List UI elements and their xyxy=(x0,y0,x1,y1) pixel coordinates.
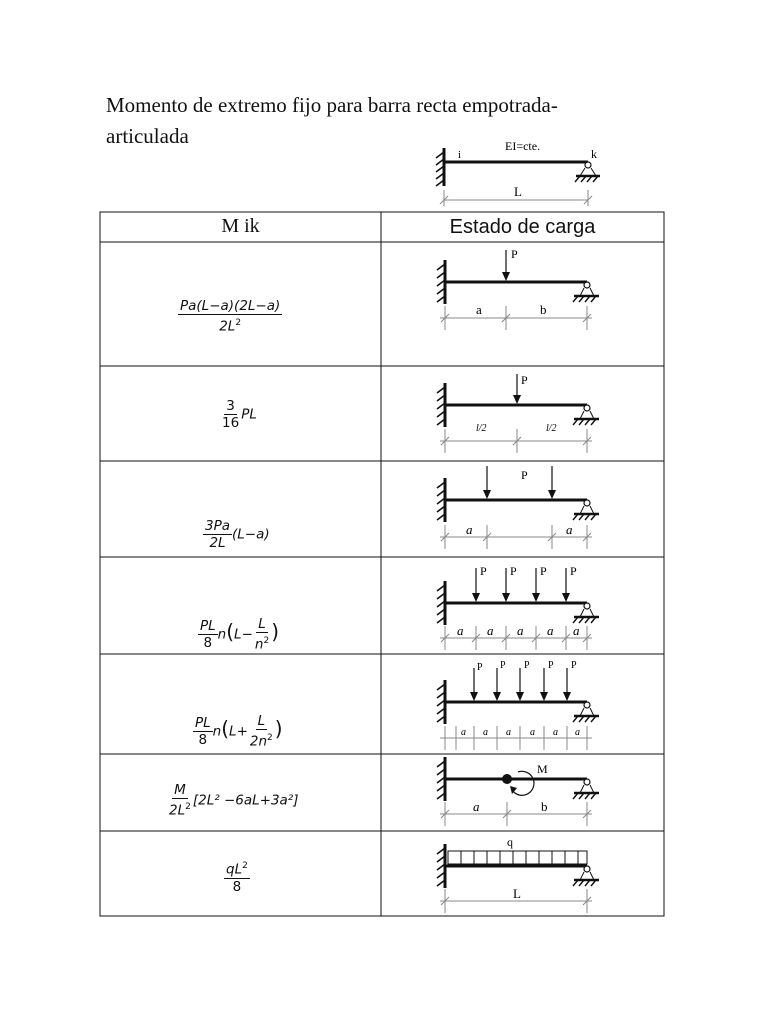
formula-num: PL xyxy=(198,617,218,635)
formula-sup: 2 xyxy=(242,861,248,871)
formula-n: n xyxy=(217,626,227,643)
formula-tail: (L−a) xyxy=(232,526,270,543)
diagram-row-4: P P P P a a a a a xyxy=(435,564,601,650)
label-p: P xyxy=(480,564,487,578)
diagram-row-5: P P P P P a a a a a a xyxy=(435,660,601,750)
formula-den: 2L xyxy=(219,318,236,335)
label-p: P xyxy=(540,564,547,578)
formula-row-1: Pa(L−a)(2L−a) 2L2 xyxy=(178,298,283,335)
label-a: a xyxy=(517,623,524,638)
diagram-row-7: q L xyxy=(435,835,601,913)
formula-num: PL xyxy=(193,714,213,732)
formula-row-6: M 2L2[2L² −6aL+3a²] xyxy=(167,782,299,819)
label-k: k xyxy=(591,147,597,161)
label-p: P xyxy=(524,660,530,671)
label-b: b xyxy=(540,302,547,317)
label-a: a xyxy=(483,727,488,738)
label-p: P xyxy=(548,660,554,671)
formula-num: qL xyxy=(226,861,243,878)
label-a: a xyxy=(547,623,554,638)
label-a: a xyxy=(473,799,480,814)
label-p: P xyxy=(521,468,528,482)
formula-sup: 2 xyxy=(235,318,242,328)
label-p: P xyxy=(477,662,483,673)
label-l: L xyxy=(514,184,522,199)
formula-den: 8 xyxy=(232,878,242,895)
label-l-half: l/2 xyxy=(476,423,487,434)
label-p: P xyxy=(510,564,517,578)
label-a: a xyxy=(457,623,464,638)
header-beam-figure: i EI=cte. k L xyxy=(435,140,600,206)
label-a: a xyxy=(566,522,573,537)
formula-tail: [2L² −6aL+3a²] xyxy=(192,792,299,809)
label-l: L xyxy=(513,886,521,901)
formula-tail: PL xyxy=(241,406,257,423)
title-line-2: articulada xyxy=(106,124,189,148)
formula-n: n xyxy=(212,723,222,740)
label-p: P xyxy=(500,660,506,671)
label-a: a xyxy=(466,522,473,537)
label-a: a xyxy=(553,727,558,738)
label-ei: EI=cte. xyxy=(505,140,540,153)
title-line-1: Momento de extremo fijo para barra recta… xyxy=(106,93,558,117)
formula-num: M xyxy=(172,782,188,799)
diagram-row-2: P l/2 l/2 xyxy=(435,373,601,453)
label-i: i xyxy=(458,149,461,161)
label-a: a xyxy=(487,623,494,638)
formula-den: 2L xyxy=(169,802,186,819)
diagram-row-1: P a b xyxy=(435,247,601,330)
label-p: P xyxy=(511,247,518,261)
label-a: a xyxy=(506,727,511,738)
label-l-half: l/2 xyxy=(546,423,557,434)
formula-den: 16 xyxy=(222,415,240,431)
formula-num: 3Pa xyxy=(203,518,233,535)
label-p: P xyxy=(570,564,577,578)
label-b: b xyxy=(541,799,548,814)
label-a: a xyxy=(530,727,535,738)
page-title: Momento de extremo fijo para barra recta… xyxy=(106,90,626,152)
formula-den: 8 xyxy=(203,634,213,651)
column-header-estado: Estado de carga xyxy=(449,216,596,238)
label-a: a xyxy=(461,727,466,738)
formula-den: 8 xyxy=(198,731,208,748)
formula-num: 3 xyxy=(224,398,237,415)
label-p: P xyxy=(521,373,528,387)
label-m: M xyxy=(537,762,548,776)
label-a: a xyxy=(573,623,580,638)
column-header-mik: M ik xyxy=(221,215,260,237)
formula-sup: 2 xyxy=(185,802,191,812)
diagram-row-3: P a a xyxy=(435,466,601,549)
formula-den: 2L xyxy=(209,535,226,551)
label-p: P xyxy=(571,660,577,671)
label-q: q xyxy=(507,835,513,849)
diagram-row-6: M a b xyxy=(435,755,601,826)
label-a: a xyxy=(476,302,482,317)
label-a: a xyxy=(575,727,580,738)
formula-num: Pa(L−a)(2L−a) xyxy=(178,298,283,315)
